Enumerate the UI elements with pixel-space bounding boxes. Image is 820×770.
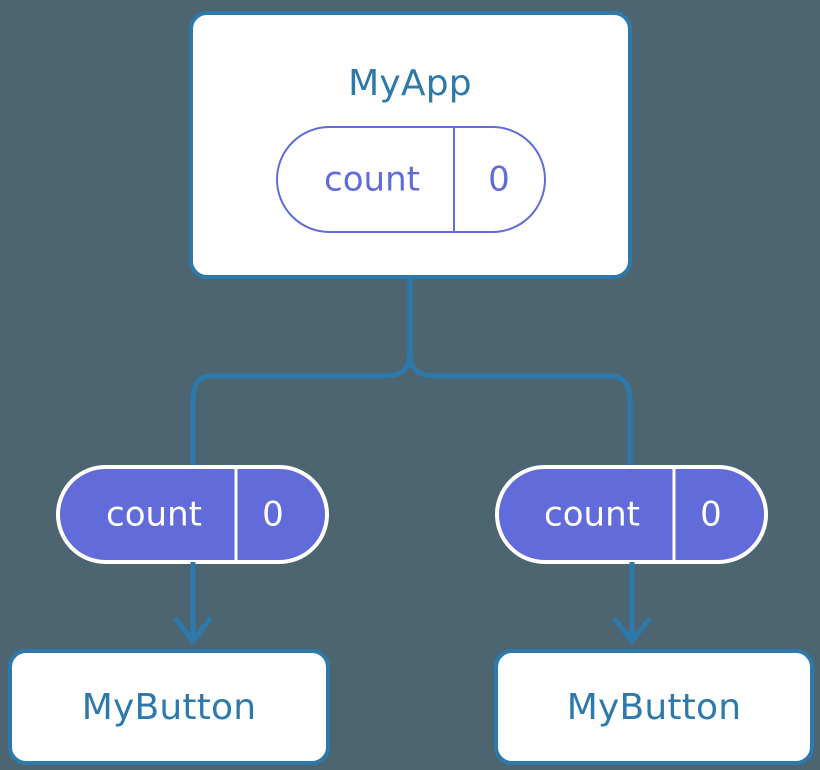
left-branch-group: count 0 MyButton <box>8 465 330 765</box>
left-mybutton-label: MyButton <box>82 687 257 728</box>
right-mybutton-surface[interactable] <box>494 649 814 765</box>
left-state-pill[interactable]: count 0 <box>56 465 329 564</box>
connector-right <box>407 351 633 474</box>
myapp-card[interactable]: MyApp count 0 <box>189 11 632 279</box>
right-mybutton-label: MyButton <box>567 687 742 728</box>
right-state-value: 0 <box>700 495 722 535</box>
right-mybutton-card[interactable]: MyButton <box>494 649 814 765</box>
myapp-state-pill[interactable]: count 0 <box>276 126 546 233</box>
left-mybutton-card[interactable]: MyButton <box>8 649 330 765</box>
connector-left <box>190 351 413 474</box>
branch-connector-icon <box>190 277 633 474</box>
right-arrow-head <box>612 616 652 646</box>
left-mybutton-surface[interactable] <box>8 649 330 765</box>
right-branch-group: count 0 MyButton <box>494 465 814 765</box>
myapp-state-key: count <box>324 160 420 200</box>
arrow-down-icon <box>612 562 652 646</box>
left-arrow-head <box>173 616 213 646</box>
left-state-value: 0 <box>262 495 284 535</box>
right-state-pill[interactable]: count 0 <box>495 465 768 564</box>
right-state-key: count <box>544 495 640 535</box>
left-state-key: count <box>106 495 202 535</box>
myapp-card-title: MyApp <box>348 63 472 104</box>
myapp-state-value: 0 <box>488 160 510 200</box>
myapp-state-pill-surface[interactable] <box>276 126 546 233</box>
arrow-down-icon <box>173 562 213 646</box>
